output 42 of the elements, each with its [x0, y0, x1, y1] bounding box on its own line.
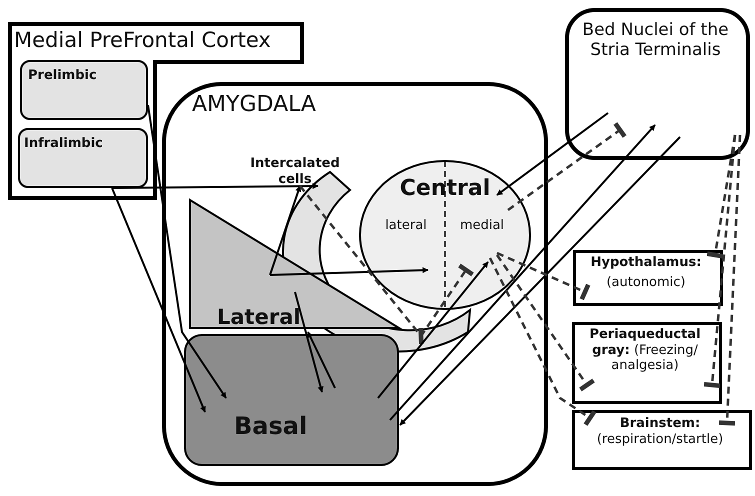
region-label: Medial PreFrontal Cortex — [14, 28, 272, 54]
arrow — [294, 292, 324, 393]
arrow — [111, 188, 206, 413]
inhibitory-connector — [299, 185, 474, 344]
inhibitory-connector — [496, 254, 595, 392]
region-label: Lateral — [217, 305, 302, 330]
region-label: Bed Nuclei of the Stria Terminalis — [581, 20, 730, 61]
arrow — [496, 112, 609, 196]
region-label: Brainstem: (respiration/startle) — [596, 416, 724, 448]
region-label: lateral — [384, 218, 428, 234]
target-box — [572, 322, 722, 404]
arrow — [147, 104, 227, 399]
inhibitory-connector — [704, 134, 736, 388]
arrow — [307, 331, 336, 388]
arrow — [269, 185, 302, 276]
inhibitory-connector — [718, 134, 742, 426]
inhibitory-connector — [496, 252, 590, 300]
bnst-box — [565, 8, 750, 160]
region-label: Hypothalamus: — [590, 255, 702, 271]
region-label: AMYGDALA — [192, 92, 317, 118]
amygdala-outline — [162, 82, 548, 486]
basal-nucleus-box — [184, 334, 399, 466]
target-box — [573, 250, 723, 306]
arrow — [377, 261, 489, 399]
arrow — [399, 136, 681, 426]
region-label: Central — [398, 176, 492, 202]
arrow — [389, 124, 656, 421]
region-label: Basal — [234, 412, 308, 441]
region-label: Infralimbic — [24, 136, 104, 152]
region-label: Intercalated cells — [249, 156, 341, 188]
inhibitory-connector — [488, 257, 596, 426]
arrow — [112, 183, 319, 190]
central-nucleus-ellipse — [359, 160, 531, 310]
region-label: Periaqueductal gray: (Freezing/ analgesia) — [588, 327, 702, 374]
region-label: Prelimbic — [28, 68, 98, 84]
arrow — [270, 267, 429, 276]
region-label: (autonomic) — [605, 275, 686, 291]
target-box — [572, 410, 752, 470]
subregion-box — [18, 128, 148, 188]
subregion-box — [20, 60, 148, 120]
inhibitory-connector — [507, 122, 626, 212]
region-label: medial — [458, 218, 506, 234]
